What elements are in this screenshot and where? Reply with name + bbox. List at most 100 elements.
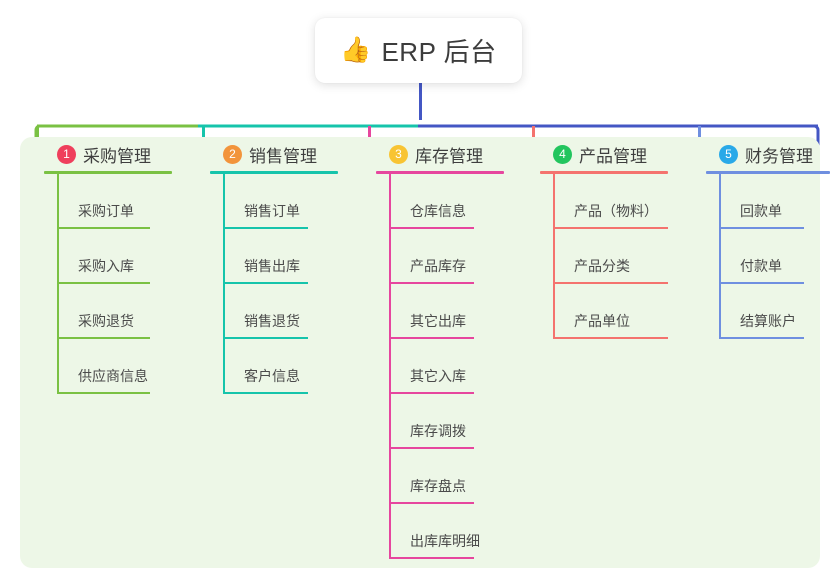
branch-item[interactable]: 出库库明细	[376, 504, 536, 559]
branch-item-label: 仓库信息	[410, 203, 466, 219]
branch-trunk-5	[719, 174, 721, 339]
branch-badge-icon-3: 3	[389, 144, 408, 164]
branch-badge-icon-1: 1	[57, 144, 76, 164]
branch-title-1: 采购管理	[83, 146, 151, 166]
branch-item-rule	[719, 282, 804, 284]
branch-item-rule	[389, 227, 474, 229]
branch-item[interactable]: 销售出库	[210, 229, 370, 284]
branch-item[interactable]: 采购订单	[44, 174, 204, 229]
branch-item-rule	[389, 392, 474, 394]
branch-badge-icon-2: 2	[223, 144, 242, 164]
branch-item-rule	[57, 227, 150, 229]
branch-item[interactable]: 结算账户	[706, 284, 839, 339]
branch-item[interactable]: 产品（物料）	[540, 174, 700, 229]
branch-item[interactable]: 付款单	[706, 229, 839, 284]
branch-item-label: 出库库明细	[410, 533, 480, 549]
branch-item-rule	[389, 557, 474, 559]
root-node[interactable]: 👍 ERP 后台	[315, 18, 522, 83]
branch-title-3: 库存管理	[415, 146, 483, 166]
branch-item[interactable]: 供应商信息	[44, 339, 204, 394]
branch-item[interactable]: 其它出库	[376, 284, 536, 339]
branch-header-rule-1	[44, 171, 172, 174]
branch-header-rule-3	[376, 171, 504, 174]
branch-item[interactable]: 仓库信息	[376, 174, 536, 229]
branch-item[interactable]: 库存调拨	[376, 394, 536, 449]
branch-item-rule	[57, 282, 150, 284]
branch-item-label: 客户信息	[244, 368, 300, 384]
branch-title-5: 财务管理	[745, 146, 813, 166]
branch-badge-icon-5: 5	[719, 144, 738, 164]
branch-item-label: 付款单	[740, 258, 782, 274]
branch-item[interactable]: 客户信息	[210, 339, 370, 394]
branch-item-label: 回款单	[740, 203, 782, 219]
branch-item[interactable]: 销售订单	[210, 174, 370, 229]
branch-item-rule	[389, 502, 474, 504]
branch-item-label: 供应商信息	[78, 368, 148, 384]
branch-header-rule-2	[210, 171, 338, 174]
branch-header-rule-4	[540, 171, 668, 174]
branch-item-list-2: 销售订单销售出库销售退货客户信息	[210, 174, 370, 394]
branch-item[interactable]: 库存盘点	[376, 449, 536, 504]
branch-item-label: 采购订单	[78, 203, 134, 219]
branch-item-label: 销售退货	[244, 313, 300, 329]
branch-item-rule	[553, 337, 668, 339]
branch-header-rule-5	[706, 171, 830, 174]
branch-item-rule	[389, 282, 474, 284]
branch-item-rule	[57, 392, 150, 394]
thumbs-up-icon: 👍	[340, 36, 372, 64]
branch-item[interactable]: 销售退货	[210, 284, 370, 339]
branch-item[interactable]: 其它入库	[376, 339, 536, 394]
branch-item-rule	[223, 337, 308, 339]
branch-item-label: 产品分类	[574, 258, 630, 274]
branch-item-label: 结算账户	[740, 313, 796, 329]
branch-item-rule	[719, 227, 804, 229]
branch-item-rule	[553, 227, 668, 229]
branch-item-label: 产品库存	[410, 258, 466, 274]
branch-item-rule	[719, 337, 804, 339]
root-title: ERP 后台	[381, 37, 497, 67]
branch-item-list-3: 仓库信息产品库存其它出库其它入库库存调拨库存盘点出库库明细	[376, 174, 536, 559]
branch-header-3[interactable]: 3 库存管理	[376, 137, 536, 171]
branch-item-rule	[223, 227, 308, 229]
branch-item-label: 其它出库	[410, 313, 466, 329]
branch-item-rule	[389, 337, 474, 339]
branch-item-label: 其它入库	[410, 368, 466, 384]
branch-column-1: 1 采购管理采购订单采购入库采购退货供应商信息	[44, 137, 204, 394]
branch-trunk-2	[223, 174, 225, 394]
branch-item-rule	[223, 282, 308, 284]
branch-item[interactable]: 采购入库	[44, 229, 204, 284]
branch-column-3: 3 库存管理仓库信息产品库存其它出库其它入库库存调拨库存盘点出库库明细	[376, 137, 536, 559]
branch-item-list-4: 产品（物料） 产品分类产品单位	[540, 174, 700, 339]
branch-item-label: 采购入库	[78, 258, 134, 274]
branch-item-label: 库存调拨	[410, 423, 466, 439]
branch-trunk-4	[553, 174, 555, 339]
branch-item-label: 库存盘点	[410, 478, 466, 494]
branch-badge-icon-4: 4	[553, 144, 572, 164]
branch-item-rule	[57, 337, 150, 339]
branch-item-rule	[389, 447, 474, 449]
branch-trunk-1	[57, 174, 59, 394]
branch-header-5[interactable]: 5 财务管理	[706, 137, 839, 171]
branch-trunk-3	[389, 174, 391, 559]
branch-item-label: 采购退货	[78, 313, 134, 329]
branch-item[interactable]: 产品单位	[540, 284, 700, 339]
branch-item[interactable]: 产品分类	[540, 229, 700, 284]
branch-item[interactable]: 产品库存	[376, 229, 536, 284]
branch-item-rule	[553, 282, 668, 284]
branch-header-1[interactable]: 1 采购管理	[44, 137, 204, 171]
branch-item-label: 销售出库	[244, 258, 300, 274]
branch-item-label: 产品（物料）	[574, 203, 658, 219]
branch-item[interactable]: 采购退货	[44, 284, 204, 339]
branch-item[interactable]: 回款单	[706, 174, 839, 229]
branch-item-label: 销售订单	[244, 203, 300, 219]
branch-column-5: 5 财务管理回款单付款单结算账户	[706, 137, 839, 339]
branch-item-rule	[223, 392, 308, 394]
branch-item-list-1: 采购订单采购入库采购退货供应商信息	[44, 174, 204, 394]
